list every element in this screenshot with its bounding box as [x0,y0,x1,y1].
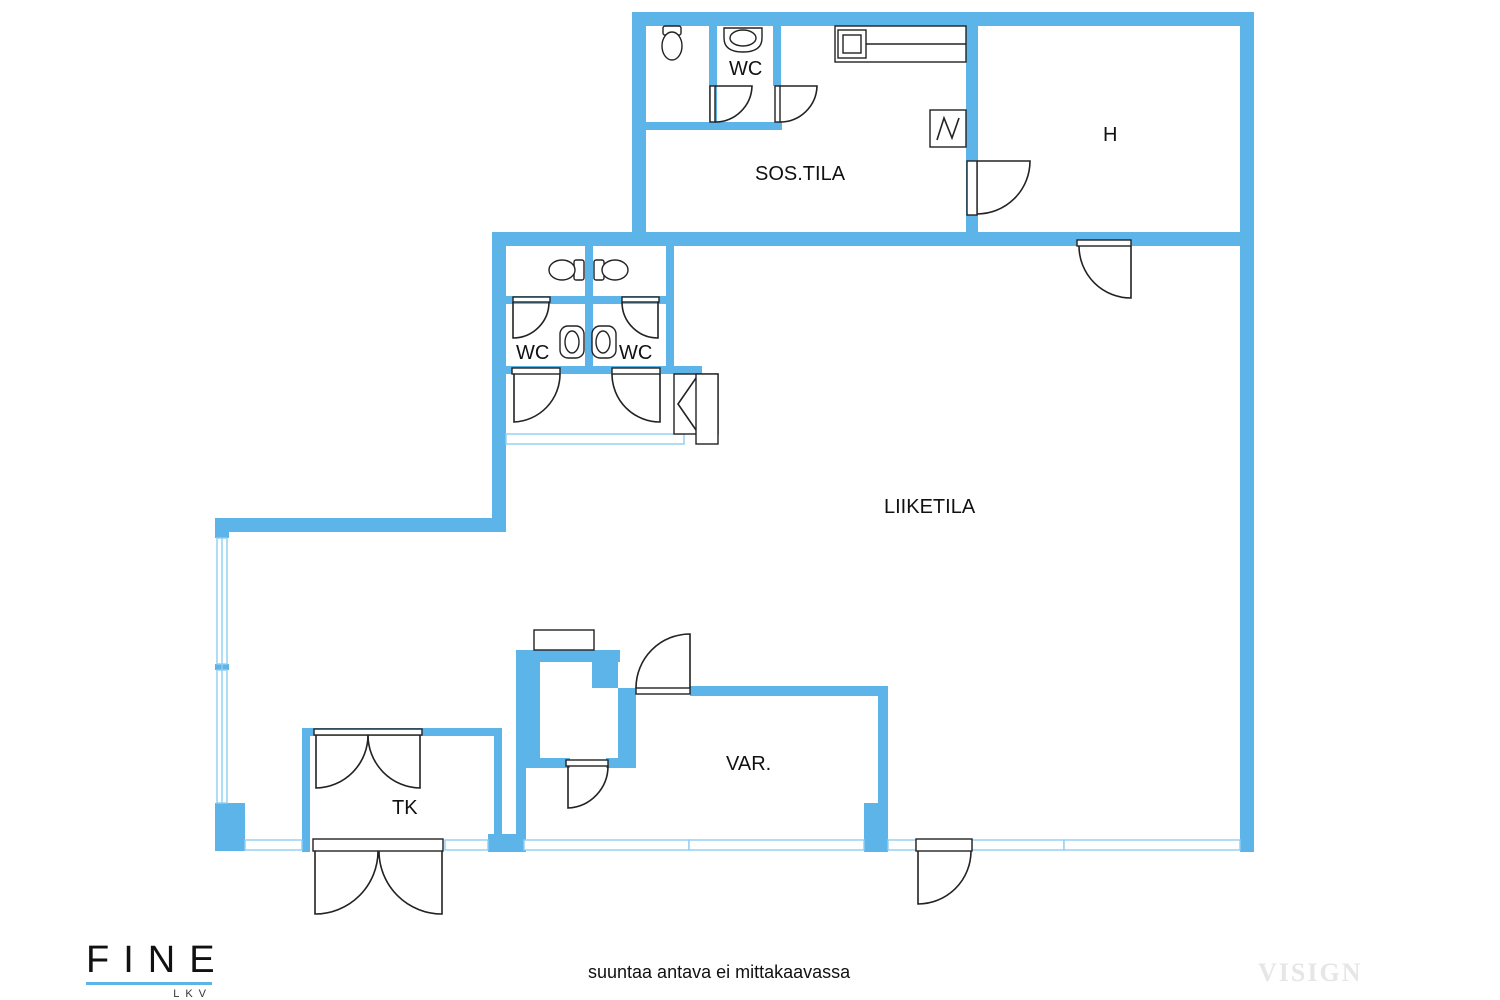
brand-name: FINE [86,939,229,981]
door-liiketila-top [1076,239,1132,299]
toilet-icon [593,259,629,281]
brand-logo: FINE LKV [86,940,216,1000]
fixtures [533,25,967,651]
electric-panel-icon [929,109,967,148]
outer-walls [215,12,1254,852]
sink-icon [591,325,617,359]
door-wc-left-lower [511,367,561,423]
room-label-h: H [1103,124,1117,146]
door-h [966,160,1031,216]
room-label-sos-tila: SOS.TILA [755,163,846,185]
doors [312,85,1132,915]
cabinet-icon [673,373,719,445]
door-tk-inner [313,728,423,789]
door-wc-top-right [774,85,818,123]
brand-subtitle: LKV [173,988,212,1000]
radiator-icon [533,629,595,651]
room-label-wc-top: WC [729,58,762,80]
room-label-var: VAR. [726,753,771,775]
door-wc-right-lower [611,367,661,423]
room-label-wc-right: WC [619,342,652,364]
windows [216,433,1241,851]
door-wc-right-upper [621,296,660,339]
sink-icon [559,325,585,359]
room-label-wc-left: WC [516,342,549,364]
door-tk-outer [312,838,444,915]
room-labels: WC SOS.TILA H WC WC LIIKETILA VAR. TK [392,58,1117,819]
door-entrance [915,838,973,905]
kitchen-counter [834,25,967,63]
sink-icon [723,27,763,53]
toilet-icon [548,259,585,281]
door-wc-top-left [709,85,753,123]
interior-walls [302,26,1254,852]
toilet-icon [661,25,683,61]
room-label-liiketila: LIIKETILA [884,496,976,518]
watermark: VISIGN [1258,958,1363,987]
room-label-tk: TK [392,797,418,819]
scale-note: suuntaa antava ei mittakaavassa [588,962,851,982]
brand-underline [86,982,212,985]
door-wc-left-upper [512,296,551,339]
door-var [635,633,691,695]
door-closet [565,759,609,809]
